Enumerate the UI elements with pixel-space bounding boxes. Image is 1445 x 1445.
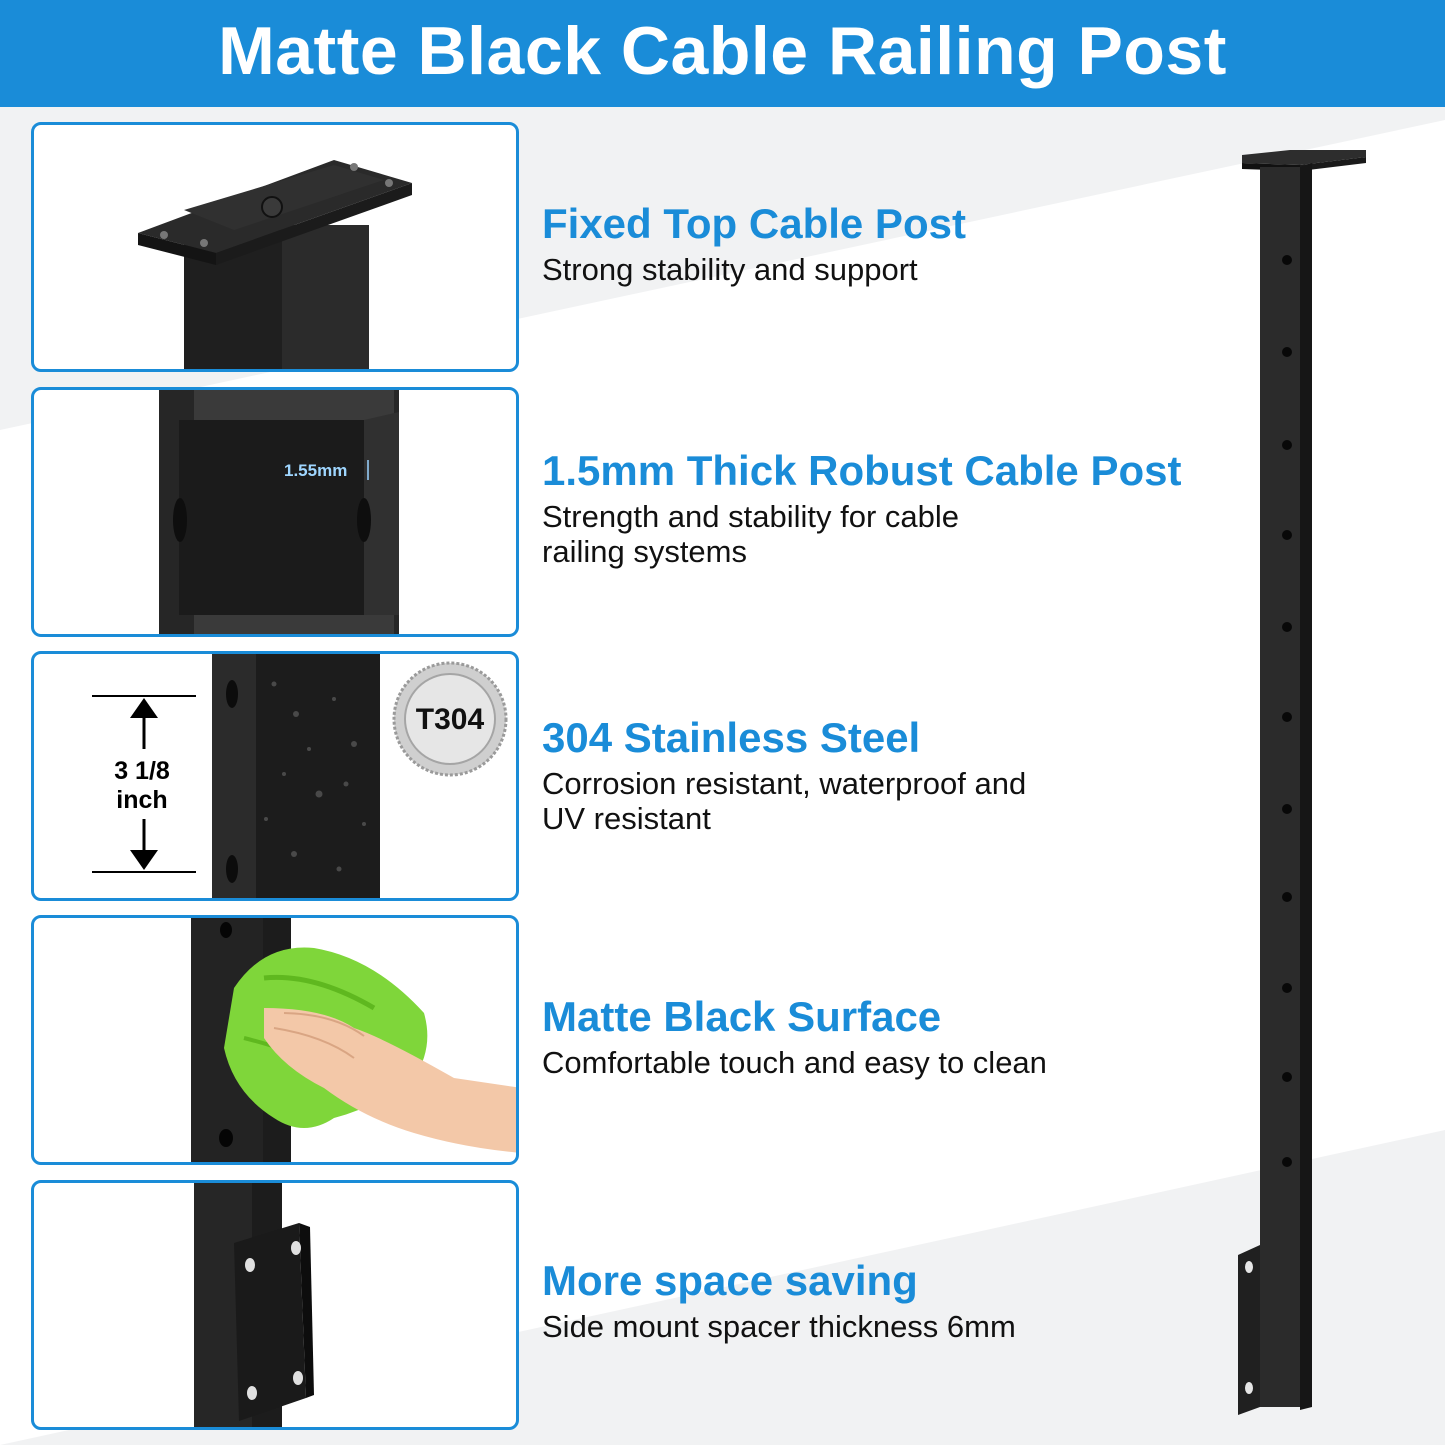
feature-description: Strong stability and support <box>542 252 918 287</box>
feature-title: 1.5mm Thick Robust Cable Post <box>542 447 1182 494</box>
top-plate-image <box>138 160 412 369</box>
dimension-label-line1: 3 1/8 <box>114 757 170 785</box>
feature-thickness: 1.5mm Thick Robust Cable Post Strength a… <box>542 447 1181 569</box>
feature-matte-black: Matte Black Surface Comfortable touch an… <box>542 993 1047 1080</box>
feature-title: 304 Stainless Steel <box>542 714 921 761</box>
panel-side-mount <box>31 1180 519 1430</box>
header-banner: Matte Black Cable Railing Post <box>0 0 1445 107</box>
page-title: Matte Black Cable Railing Post <box>218 12 1227 89</box>
thickness-measure-label: 1.55mm <box>284 461 347 480</box>
post-width-image: 3 1/8 inch T304 <box>92 654 508 898</box>
feature-description: Comfortable touch and easy to clean <box>542 1045 1047 1080</box>
panel-cross-section: 1.55mm <box>31 387 519 637</box>
feature-title: Fixed Top Cable Post <box>542 200 966 247</box>
feature-space-saving: More space saving Side mount spacer thic… <box>542 1257 1016 1344</box>
side-mount-image <box>194 1183 314 1427</box>
feature-title: Matte Black Surface <box>542 993 942 1040</box>
feature-description: Corrosion resistant, waterproof and UV r… <box>542 766 1027 836</box>
full-post-image <box>1238 150 1366 1415</box>
t304-badge-label: T304 <box>416 703 485 736</box>
panel-cleaning <box>31 915 519 1165</box>
panel-post-width: 3 1/8 inch T304 <box>31 651 519 901</box>
cleaning-image <box>191 918 516 1162</box>
panel-top-plate <box>31 122 519 372</box>
dimension-label-line2: inch <box>116 786 167 814</box>
feature-stainless: 304 Stainless Steel Corrosion resistant,… <box>542 714 1062 836</box>
feature-description: Strength and stability for cable railing… <box>542 499 960 569</box>
cross-section-image: 1.55mm <box>159 390 399 634</box>
feature-title: More space saving <box>542 1257 918 1304</box>
feature-fixed-top: Fixed Top Cable Post Strong stability an… <box>542 200 966 287</box>
feature-description: Side mount spacer thickness 6mm <box>542 1309 1016 1344</box>
